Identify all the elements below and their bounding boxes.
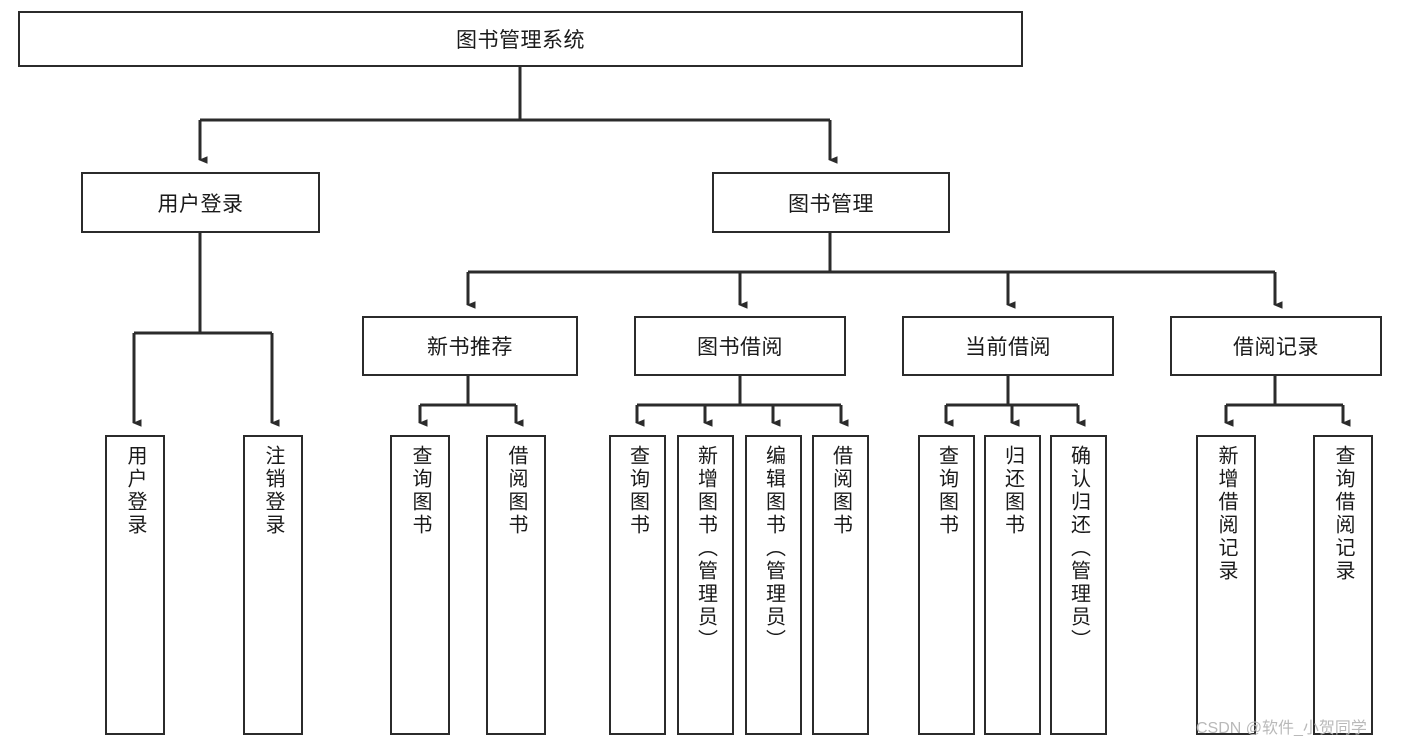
node-label: 借阅记录 [1233,336,1319,359]
leaf-borrow-record-query[interactable]: 查询借阅记录 [1313,435,1373,735]
leaf-book-borrow-add[interactable]: 新增图书（管理员） [677,435,734,735]
leaf-current-borrow-confirm[interactable]: 确认归还（管理员） [1050,435,1107,735]
node-label: 图书借阅 [697,336,783,359]
leaf-label: 新增图书（管理员） [694,445,717,652]
node-label: 图书管理 [788,192,874,216]
leaf-label: 借阅图书 [505,445,527,537]
leaf-label: 注销登录 [262,445,284,537]
node-book-management[interactable]: 图书管理 [712,172,950,233]
node-current-borrow[interactable]: 当前借阅 [902,316,1114,376]
leaf-user-login-login[interactable]: 用户登录 [105,435,165,735]
leaf-label: 查询借阅记录 [1332,445,1354,583]
leaf-label: 用户登录 [124,445,146,537]
leaf-user-login-logout[interactable]: 注销登录 [243,435,303,735]
csdn-watermark: CSDN @软件_小贺同学 [1196,720,1367,737]
leaf-label: 新增借阅记录 [1215,445,1237,583]
node-user-login[interactable]: 用户登录 [81,172,320,233]
node-new-book-recommend[interactable]: 新书推荐 [362,316,578,376]
node-label: 用户登录 [157,192,244,216]
leaf-label: 查询图书 [409,445,431,537]
leaf-current-borrow-return[interactable]: 归还图书 [984,435,1041,735]
node-root-system[interactable]: 图书管理系统 [18,11,1023,67]
leaf-new-book-borrow[interactable]: 借阅图书 [486,435,546,735]
leaf-label: 归还图书 [1001,445,1024,537]
node-book-borrow[interactable]: 图书借阅 [634,316,846,376]
leaf-label: 确认归还（管理员） [1067,445,1090,652]
leaf-label: 编辑图书（管理员） [762,445,785,652]
node-label: 当前借阅 [965,336,1051,359]
node-label: 新书推荐 [427,336,513,359]
leaf-book-borrow-edit[interactable]: 编辑图书（管理员） [745,435,802,735]
leaf-label: 查询图书 [626,445,649,537]
leaf-book-borrow-borrow[interactable]: 借阅图书 [812,435,869,735]
node-label: 图书管理系统 [456,29,585,52]
leaf-label: 查询图书 [935,445,958,537]
leaf-current-borrow-query[interactable]: 查询图书 [918,435,975,735]
leaf-new-book-query[interactable]: 查询图书 [390,435,450,735]
leaf-borrow-record-add[interactable]: 新增借阅记录 [1196,435,1256,735]
leaf-label: 借阅图书 [829,445,852,537]
leaf-book-borrow-query[interactable]: 查询图书 [609,435,666,735]
node-borrow-record[interactable]: 借阅记录 [1170,316,1382,376]
